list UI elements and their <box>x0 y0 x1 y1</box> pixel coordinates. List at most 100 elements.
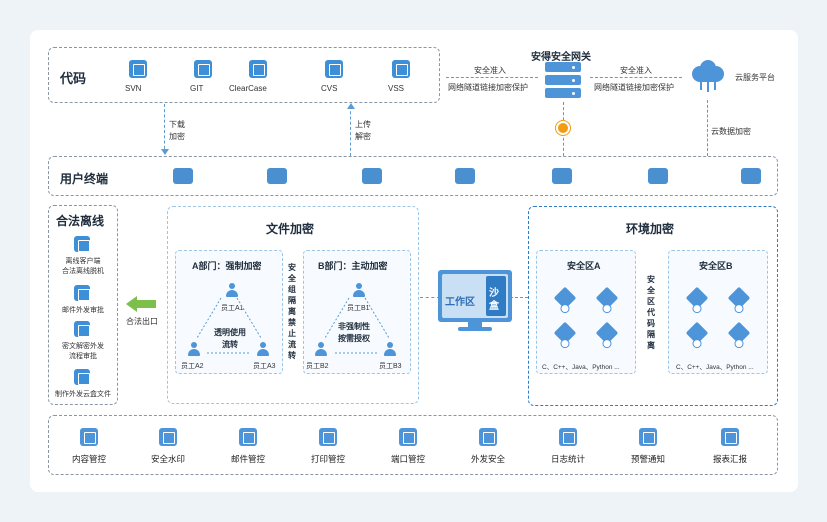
env-isolation-text: 安全区代码隔离 <box>647 275 655 350</box>
offline-item-label-2: 流程审批 <box>69 353 97 360</box>
file-encrypt-title: 文件加密 <box>266 222 315 236</box>
bottom-item-label: 报表汇报 <box>712 454 747 464</box>
upload-label-1: 上传 <box>355 120 371 129</box>
exit-arrow-icon <box>126 296 156 312</box>
work-area-label: 工作区 <box>445 297 475 308</box>
bottom-item-label: 日志统计 <box>550 454 585 464</box>
env-encrypt-title: 环境加密 <box>626 222 675 236</box>
kylin-icon <box>455 168 475 184</box>
zone-b-box <box>668 250 768 374</box>
upload-arrow-head <box>347 103 355 109</box>
terminal-icon <box>249 60 267 78</box>
uos-icon <box>552 168 572 184</box>
download-label-1: 下载 <box>169 120 185 129</box>
cloud-encrypt-label: 云数据加密 <box>711 127 751 136</box>
workstation-left-link <box>420 297 440 298</box>
gateway-right-line <box>590 77 682 78</box>
user-b3-label: 员工B3 <box>379 363 402 370</box>
file-isolation-text: 安全组隔离禁止流转 <box>288 263 296 360</box>
offline-item-label: 邮件外发审批 <box>62 307 104 314</box>
bottom-item-label: 内容管控 <box>71 454 106 464</box>
download-arrow <box>164 104 165 154</box>
offline-item-icon <box>74 285 90 301</box>
dept-b-center-1: 非强制性 <box>338 322 370 331</box>
bottom-item-label: 打印管控 <box>310 454 345 464</box>
user-b2-label: 员工B2 <box>306 363 329 370</box>
terminal-icon <box>129 60 147 78</box>
bar-chart-icon <box>559 428 577 446</box>
gateway-server-icon <box>545 62 581 98</box>
printer-icon <box>319 428 337 446</box>
offline-title: 合法离线 <box>56 214 105 228</box>
deepin-icon <box>648 168 668 184</box>
gateway-left-label-2: 网络隧道链接加密保护 <box>448 83 528 92</box>
bottom-item-label: 邮件管控 <box>230 454 265 464</box>
report-icon <box>721 428 739 446</box>
dept-a-arrows <box>196 297 262 354</box>
terminal-icon <box>325 60 343 78</box>
user-a3-label: 员工A3 <box>253 363 276 370</box>
upload-arrow <box>350 106 351 156</box>
terminal-icon <box>194 60 212 78</box>
mac-icon <box>362 168 382 184</box>
bottom-item-label: 端口管控 <box>390 454 425 464</box>
bottom-item-label: 安全水印 <box>150 454 185 464</box>
android-icon <box>741 168 761 184</box>
offline-item-label: 密文解密外发 <box>62 343 104 350</box>
sandbox-label: 沙盒 <box>489 288 499 312</box>
cloud-label: 云服务平台 <box>735 73 775 82</box>
exit-label: 合法出口 <box>126 317 158 326</box>
zone-a-title: 安全区A <box>567 261 601 271</box>
user-a2-label: 员工A2 <box>181 363 204 370</box>
zone-a-box <box>536 250 636 374</box>
cloud-line <box>707 100 708 156</box>
gateway-right-label-2: 网络隧道链接加密保护 <box>594 83 674 92</box>
download-arrow-head <box>161 149 169 155</box>
code-section-title: 代码 <box>60 71 87 86</box>
user-b2-icon <box>314 342 328 356</box>
windows-icon <box>173 168 193 184</box>
offline-item-label-2: 合法离线脱机 <box>62 268 104 275</box>
code-item-label: GIT <box>190 84 204 93</box>
terminal-section-title: 用户终端 <box>60 172 109 186</box>
code-section <box>48 47 440 103</box>
zone-b-langs: C、C++、Java、Python ... <box>676 364 754 371</box>
download-label-2: 加密 <box>169 132 185 141</box>
offline-item-label: 制作外发云盒文件 <box>55 391 111 398</box>
upload-label-2: 解密 <box>355 132 371 141</box>
code-item-label: ClearCase <box>229 84 267 93</box>
bottom-item-label: 外发安全 <box>470 454 505 464</box>
dept-a-center-2: 流转 <box>222 340 238 349</box>
mail-control-icon <box>239 428 257 446</box>
dept-b-center-2: 按需授权 <box>338 334 370 343</box>
workstation-monitor <box>438 270 512 331</box>
gateway-right-label-1: 安全准入 <box>620 66 652 75</box>
cloud-icon <box>688 58 728 94</box>
code-item-label: SVN <box>125 84 142 93</box>
linux-icon <box>267 168 287 184</box>
terminal-icon <box>392 60 410 78</box>
dept-a-center-1: 透明使用 <box>214 328 246 337</box>
code-item-label: CVS <box>321 84 338 93</box>
gateway-left-label-1: 安全准入 <box>474 66 506 75</box>
user-a2-icon <box>187 342 201 356</box>
user-a1-icon <box>225 283 239 297</box>
zone-a-langs: C、C++、Java、Python ... <box>542 364 620 371</box>
offline-item-icon <box>74 369 90 385</box>
terminal-section <box>48 156 778 196</box>
offline-item-label: 离线客户端 <box>65 258 101 265</box>
watermark-icon <box>159 428 177 446</box>
file-encrypt-section <box>167 206 419 404</box>
bottom-item-label: 预警通知 <box>630 454 665 464</box>
dept-b-title: B部门：主动加密 <box>318 261 388 271</box>
user-b1-icon <box>352 283 366 297</box>
offline-item-icon <box>74 321 90 337</box>
globe-icon <box>479 428 497 446</box>
env-encrypt-section <box>528 206 778 406</box>
dept-a-title: A部门：强制加密 <box>192 261 262 271</box>
dept-b-arrows <box>324 297 390 354</box>
workstation-right-link <box>510 297 528 298</box>
user-b1-label: 员工B1 <box>347 305 370 312</box>
content-control-icon <box>80 428 98 446</box>
user-b3-icon <box>383 342 397 356</box>
